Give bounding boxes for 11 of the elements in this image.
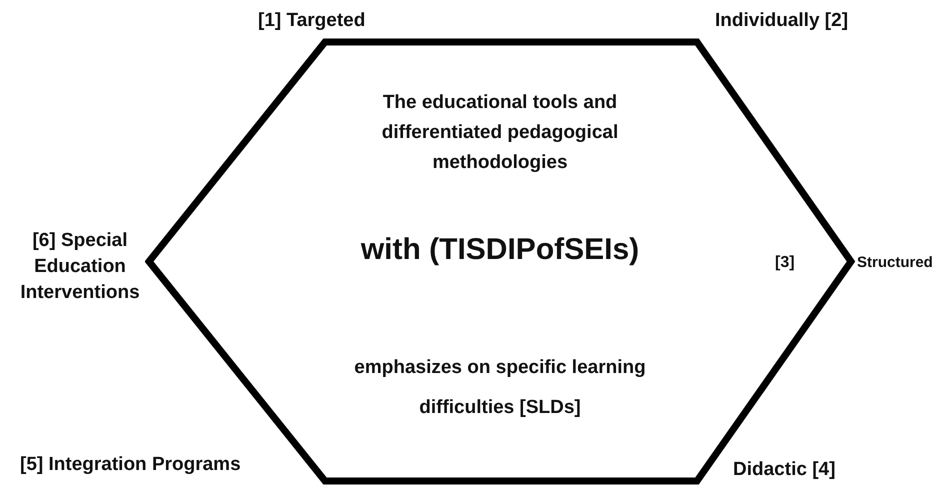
- vertex-label: [1] Targeted: [258, 9, 366, 33]
- vertex-label: [6] Special Education Interventions: [19, 229, 141, 305]
- acronym-text: with (TISDIPofSEIs): [360, 232, 640, 268]
- hexagon-shape: [145, 38, 855, 485]
- vertex-label: [3]: [775, 253, 796, 273]
- heading-text: The educational tools and differentiated pedagogical methodologies: [380, 91, 620, 175]
- vertex-label: Structured: [857, 253, 934, 273]
- vertex-label: [5] Integration Programs: [20, 453, 242, 477]
- vertex-label: Didactic [4]: [733, 458, 836, 482]
- vertex-label: Individually [2]: [715, 9, 850, 33]
- body-text: emphasizes on specific learning difficulties [SLDs]: [353, 356, 647, 420]
